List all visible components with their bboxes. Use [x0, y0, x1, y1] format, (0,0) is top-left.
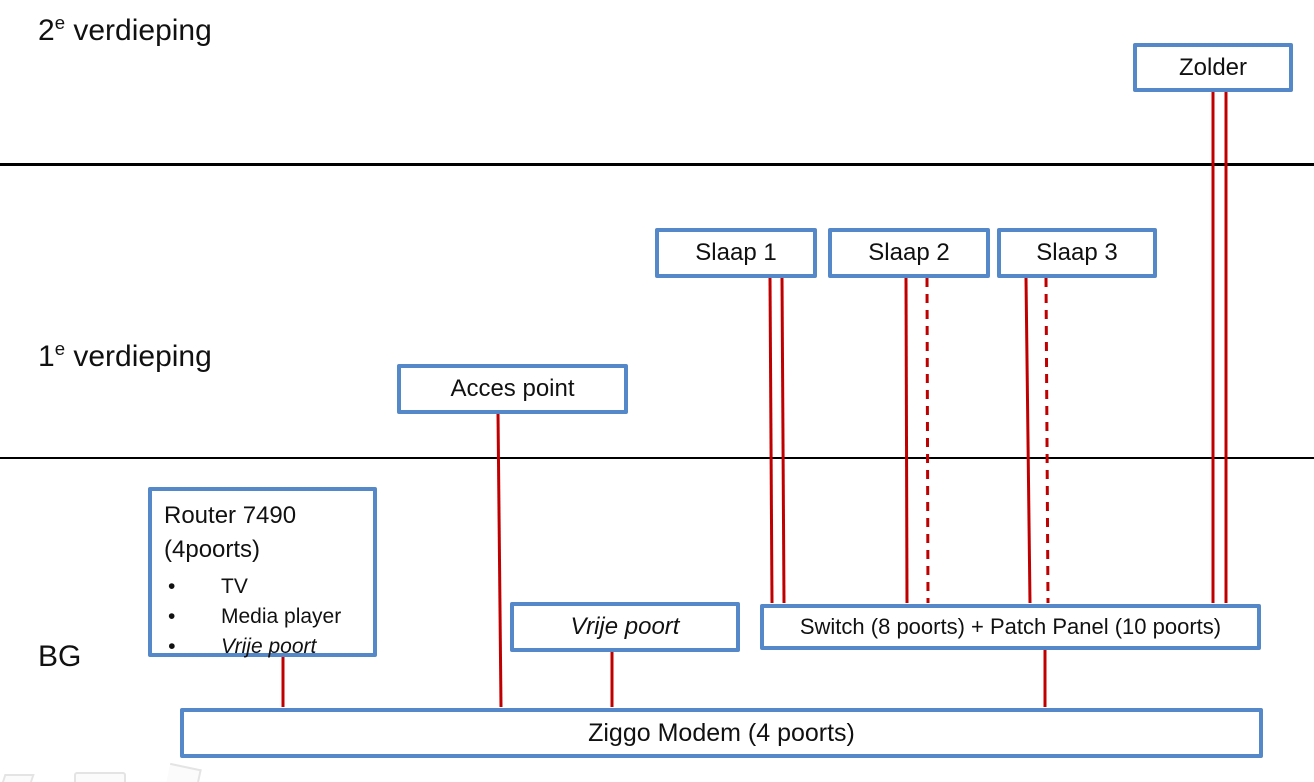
ziggo-modem-box: Ziggo Modem (4 poorts) [180, 708, 1263, 758]
connector-slaap3-switch-1 [1024, 277, 1032, 604]
floor-label-bg: BG [38, 640, 82, 673]
acces-point-box: Acces point [397, 364, 628, 414]
vrije-poort-label: Vrije poort [570, 613, 680, 640]
slaap2-label: Slaap 2 [868, 239, 950, 266]
floor-label-number: 2 [38, 14, 55, 47]
vrije-poort-box: Vrije poort [510, 602, 740, 652]
connector-slaap2-switch-1 [904, 277, 909, 604]
connector-slaap2-switch-2 [925, 277, 930, 604]
floor-label-number: 1 [38, 340, 55, 373]
floor-label-2e-verdieping: 2e verdieping [38, 12, 212, 48]
connector-slaap1-switch-1 [768, 277, 774, 604]
slaap1-box: Slaap 1 [655, 228, 817, 278]
ziggo-modem-label: Ziggo Modem (4 poorts) [588, 718, 855, 747]
floor-divider-top [0, 163, 1314, 166]
router-port-list: TV Media player Vrije poort [164, 572, 363, 662]
floor-label-text: verdieping [65, 14, 212, 47]
slaap2-box: Slaap 2 [828, 228, 990, 278]
switch-patchpanel-label: Switch (8 poorts) + Patch Panel (10 poor… [799, 614, 1222, 639]
connector-slaap3-switch-2 [1044, 277, 1050, 604]
router-port-media-player: Media player [164, 602, 363, 632]
slaap3-label: Slaap 3 [1036, 239, 1118, 266]
zolder-box: Zolder [1133, 43, 1293, 92]
router-title-line2: (4poorts) [164, 536, 261, 563]
acces-point-label: Acces point [450, 375, 575, 402]
floor-divider-middle [0, 457, 1314, 459]
floor-label-superscript: e [54, 338, 66, 359]
floor-label-text: verdieping [65, 340, 212, 373]
router-port-tv: TV [164, 572, 363, 602]
router-title-line1: Router 7490 [164, 502, 297, 529]
floor-label-1e-verdieping: 1e verdieping [38, 338, 212, 374]
slaap3-box: Slaap 3 [997, 228, 1157, 278]
floor-label-superscript: e [54, 12, 66, 33]
cropped-edge-artifact [0, 774, 35, 782]
router-box: Router 7490 (4poorts) TV Media player Vr… [148, 487, 377, 662]
cropped-edge-artifact [74, 772, 126, 782]
zolder-label: Zolder [1178, 53, 1248, 81]
switch-patchpanel-box: Switch (8 poorts) + Patch Panel (10 poor… [760, 604, 1261, 650]
slaap1-label: Slaap 1 [695, 239, 777, 266]
connector-slaap1-switch-2 [780, 277, 786, 604]
cropped-edge-artifact [166, 762, 202, 782]
router-port-vrije-poort: Vrije poort [164, 632, 363, 662]
